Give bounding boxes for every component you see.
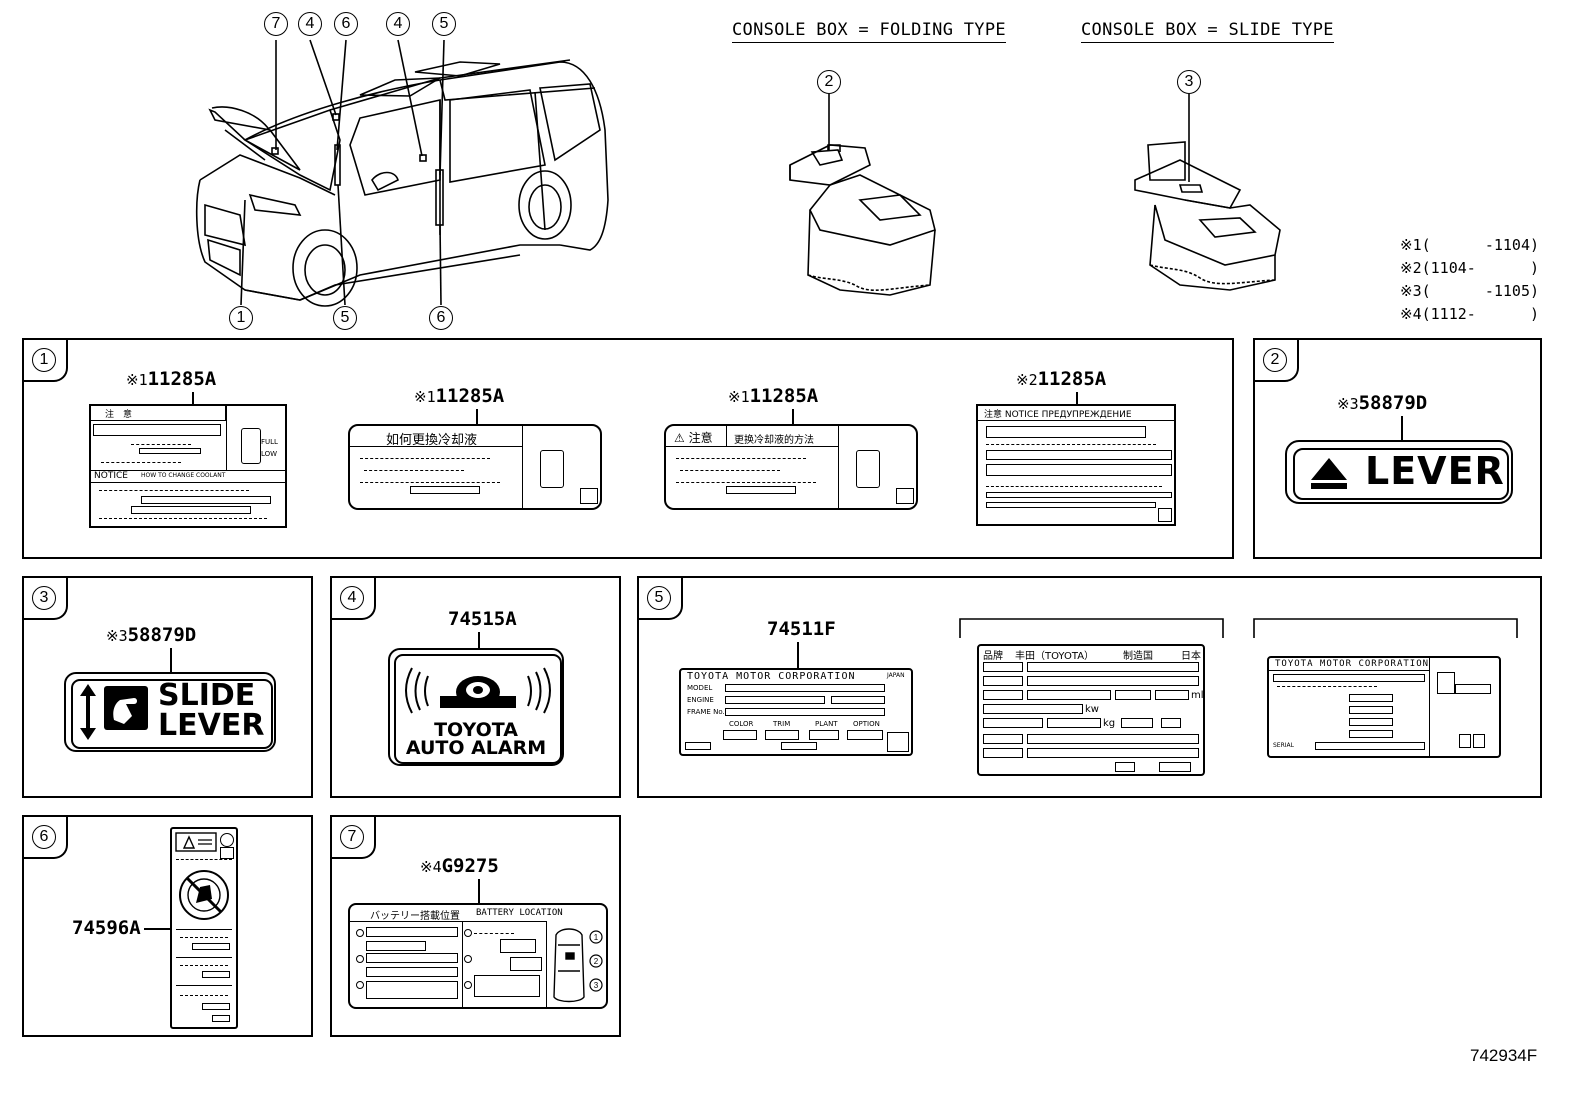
leader [1401, 416, 1403, 440]
panel-6-warning-label: 6 74596A [22, 815, 313, 1037]
panel-7-partno: ※4G9275 [420, 855, 499, 877]
hand-grip-icon [104, 686, 148, 730]
slide-lever-label: SLIDE LEVER [64, 672, 276, 752]
coolant-label-c: ⚠ 注意 更换冷却液的方法 [664, 424, 918, 510]
lever-text: LEVER [158, 708, 265, 743]
panel-1-number: 1 [24, 340, 68, 382]
svg-text:2: 2 [594, 957, 599, 966]
panel-1-label-a-partno: ※111285A [126, 368, 217, 390]
callout-6-top: 6 [334, 12, 358, 36]
callout-1-bottom: 1 [229, 306, 253, 330]
label-d-title: 注意 NOTICE ПРЕДУПРЕЖДЕНИЕ [984, 410, 1132, 420]
panel-7-battery-location-label: 7 ※4G9275 バッテリー搭載位置 BATTERY LOCATION 1 2… [330, 815, 621, 1037]
bracket-plate-2 [959, 618, 1224, 638]
leader [478, 879, 480, 903]
label-b-title: 如何更換冷却液 [386, 433, 478, 448]
panel-5-number: 5 [639, 578, 683, 620]
id-plate-2: 品牌 丰田（TOYOTA） 制造国 日本 ml kw kg [977, 644, 1205, 776]
panel-2-number: 2 [1255, 340, 1299, 382]
console-slide-illustration [1134, 94, 1281, 291]
up-down-arrow-icon [80, 684, 96, 740]
label-a-header: 注 意 [105, 410, 133, 420]
leader [476, 409, 478, 424]
panel-3-number: 3 [24, 578, 68, 620]
footnote-1: ※1( -1104) [1400, 236, 1540, 254]
airbag-warning-label [170, 827, 238, 1029]
label-a-notice: NOTICE [94, 471, 128, 481]
leader [144, 928, 170, 930]
auto-alarm-label: TOYOTA AUTO ALARM [388, 648, 564, 766]
panel-4-partno: 74515A [448, 608, 517, 630]
leader [192, 392, 194, 404]
vehicle-illustration [195, 39, 609, 307]
coolant-label-d: 注意 NOTICE ПРЕДУПРЕЖДЕНИЕ [976, 404, 1176, 526]
header-slide-type: CONSOLE BOX = SLIDE TYPE [1081, 20, 1334, 43]
console-folding-illustration [789, 94, 936, 296]
callout-2-console: 2 [817, 70, 841, 94]
label-c-caution: ⚠ 注意 [674, 431, 713, 445]
panel-3-slide-lever-label: 3 ※358879D SLIDE LEVER [22, 576, 313, 798]
panel-6-partno: 74596A [72, 917, 141, 939]
warning-triangle-icon [175, 832, 217, 852]
callout-3-console: 3 [1177, 70, 1201, 94]
panel-1-label-d-partno: ※211285A [1016, 368, 1107, 390]
label-c-title: 更换冷却液的方法 [734, 435, 814, 446]
id-plate-3: TOYOTA MOTOR CORPORATION SERIAL [1267, 656, 1501, 758]
panel-5-vin-plates: 5 74511F TOYOTA MOTOR CORPORATION JAPAN … [637, 576, 1542, 798]
alarm-vehicle-icon [405, 667, 551, 714]
no-child-seat-icon [179, 870, 229, 920]
callout-4-top-a: 4 [298, 12, 322, 36]
panel-5-partno: 74511F [767, 618, 836, 640]
svg-text:1: 1 [594, 933, 599, 942]
id-plate-1: TOYOTA MOTOR CORPORATION JAPAN MODEL ENG… [679, 668, 913, 756]
leader [170, 648, 172, 672]
footnote-3: ※3( -1105) [1400, 282, 1540, 300]
header-folding-type: CONSOLE BOX = FOLDING TYPE [732, 20, 1006, 43]
bracket-plate-3 [1253, 618, 1518, 638]
toyota-text: TOYOTA [434, 719, 518, 741]
panel-1-label-b-partno: ※111285A [414, 385, 505, 407]
leader [797, 642, 799, 668]
footnote-2: ※2(1104- ) [1400, 259, 1540, 277]
footnote-4: ※4(1112- ) [1400, 305, 1540, 323]
car-top-view-icon: 1 2 3 [553, 928, 603, 1003]
panel-3-partno: ※358879D [106, 624, 197, 646]
panel-1-coolant-labels: 1 ※111285A 注 意 FULL LOW NOTICE HOW TO CH… [22, 338, 1234, 559]
callout-6-bottom: 6 [429, 306, 453, 330]
svg-text:3: 3 [594, 981, 599, 990]
panel-6-number: 6 [24, 817, 68, 859]
lever-text: LEVER [1365, 449, 1505, 493]
callout-7-top: 7 [264, 12, 288, 36]
panel-4-auto-alarm-label: 4 74515A TOYOTA AUTO ALARM [330, 576, 621, 798]
leader [1076, 392, 1078, 404]
auto-alarm-text: AUTO ALARM [405, 737, 547, 759]
coolant-label-a: 注 意 FULL LOW NOTICE HOW TO CHANGE COOLAN… [89, 404, 287, 528]
panel-2-partno: ※358879D [1337, 392, 1428, 414]
panel-2-lever-label: 2 ※358879D LEVER [1253, 338, 1542, 559]
slide-text: SLIDE [158, 678, 256, 713]
callout-5-bottom: 5 [333, 306, 357, 330]
coolant-label-b: 如何更換冷却液 [348, 424, 602, 510]
lever-label: LEVER [1285, 440, 1513, 504]
leader [478, 632, 480, 648]
eject-arrow-icon [1311, 458, 1347, 489]
callout-4-top-b: 4 [386, 12, 410, 36]
leader [792, 409, 794, 424]
panel-4-number: 4 [332, 578, 376, 620]
callout-5-top: 5 [432, 12, 456, 36]
panel-1-label-c-partno: ※111285A [728, 385, 819, 407]
diagram-id: 742934F [1470, 1046, 1538, 1065]
battery-location-label: バッテリー搭載位置 BATTERY LOCATION 1 2 3 [348, 903, 608, 1009]
panel-7-number: 7 [332, 817, 376, 859]
